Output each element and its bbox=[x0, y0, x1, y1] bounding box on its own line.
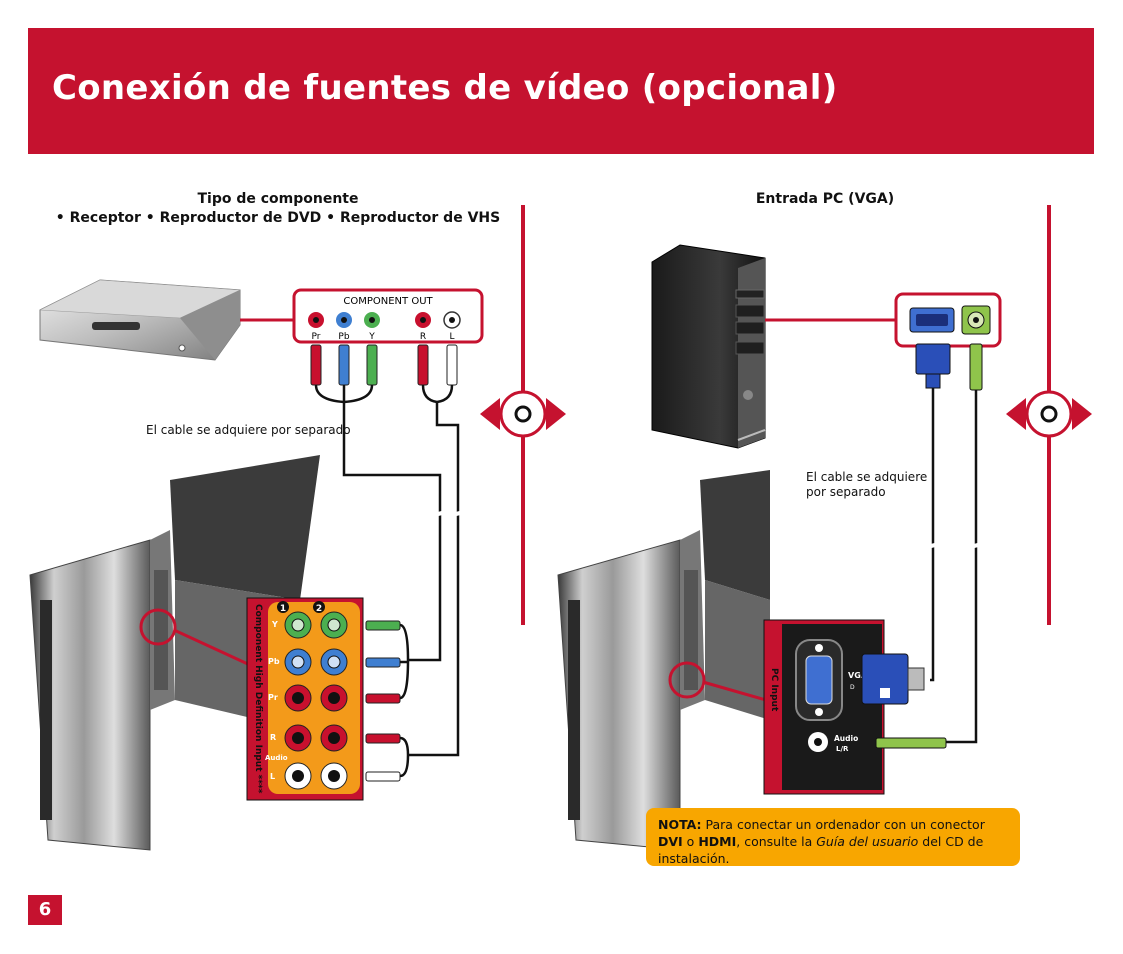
pc-input-label: PC Input bbox=[769, 668, 779, 712]
pc-ports-box bbox=[894, 292, 1002, 348]
component-out-label: COMPONENT OUT bbox=[343, 296, 433, 307]
jack-label-pb: Pb bbox=[338, 332, 349, 342]
right-cable-note: El cable se adquiere por separado bbox=[806, 470, 927, 500]
right-heading: Entrada PC (VGA) bbox=[755, 191, 895, 207]
left-cable-note: El cable se adquiere por separado bbox=[146, 423, 351, 437]
rca-plugs-top bbox=[310, 344, 458, 386]
pc-input-panel: PC Input VGA D Audio L/R bbox=[763, 619, 885, 795]
tv-callout-line-left bbox=[173, 628, 251, 667]
jack-label-r: R bbox=[420, 332, 426, 342]
page-title: Conexión de fuentes de vídeo (opcional) bbox=[52, 68, 838, 108]
jack-label-y: Y bbox=[368, 332, 375, 342]
note-guide: Guía del usuario bbox=[816, 834, 919, 849]
note-hdmi: HDMI bbox=[698, 834, 737, 849]
panel-row-r: R bbox=[270, 733, 276, 742]
panel-row-pr: Pr bbox=[268, 693, 278, 702]
panel-row-pb: Pb bbox=[268, 657, 280, 666]
pc-plugs-top bbox=[915, 343, 983, 391]
panel-row-audio: Audio bbox=[265, 754, 288, 762]
note-text-2: o bbox=[682, 834, 699, 849]
panel-number-2: 2 bbox=[316, 604, 322, 614]
note-prefix: NOTA: bbox=[658, 817, 702, 832]
tv-callout-line-right bbox=[702, 680, 767, 702]
cable-breaks-right bbox=[926, 542, 983, 549]
left-heading-line1: Tipo de componente bbox=[197, 191, 359, 207]
panel-number-1: 1 bbox=[280, 604, 286, 614]
jack-label-pr: Pr bbox=[312, 332, 321, 342]
component-input-panel: Component High Definition Input **** 1 2… bbox=[246, 597, 364, 801]
panel-row-l: L bbox=[270, 772, 275, 781]
note-box: NOTA: Para conectar un ordenador con un … bbox=[646, 808, 1020, 866]
left-heading: Tipo de componente • Receptor • Reproduc… bbox=[28, 190, 528, 228]
note-text-3: , consulte la bbox=[736, 834, 817, 849]
disc-arrow-left bbox=[480, 390, 566, 438]
right-cable-note-line1: El cable se adquiere bbox=[806, 470, 928, 484]
note-text-4: del CD de instalación. bbox=[658, 834, 984, 866]
cables-into-panel bbox=[399, 623, 410, 778]
disc-arrow-right bbox=[1006, 390, 1092, 438]
right-cable-note-line2: por separado bbox=[806, 485, 886, 499]
note-text-1: Para conectar un ordenador con un conect… bbox=[701, 817, 985, 832]
cable-breaks-left bbox=[433, 510, 465, 517]
vga-sub-label: D bbox=[850, 684, 855, 691]
audio-sub-label: L/R bbox=[836, 745, 849, 753]
pc-cables bbox=[930, 388, 978, 744]
panel-row-y: Y bbox=[271, 620, 278, 629]
vga-label: VGA bbox=[848, 671, 868, 680]
audio-label: Audio bbox=[834, 734, 858, 743]
receiver-device bbox=[39, 279, 241, 361]
pc-tower bbox=[651, 244, 766, 449]
left-heading-line2: • Receptor • Reproductor de DVD • Reprod… bbox=[55, 210, 501, 226]
title-banner: Conexión de fuentes de vídeo (opcional) bbox=[28, 28, 1094, 154]
panel-vertical-text: Component High Definition Input **** bbox=[253, 604, 263, 794]
page-number: 6 bbox=[28, 895, 62, 925]
jack-label-l: L bbox=[449, 332, 454, 342]
tv-back-right bbox=[557, 470, 770, 851]
note-dvi: DVI bbox=[658, 834, 683, 849]
rca-plugs-bottom bbox=[365, 620, 401, 782]
component-out-box: COMPONENT OUT Pr Pb Y R L bbox=[292, 288, 484, 344]
pc-plugs-bottom bbox=[861, 653, 947, 749]
component-cables bbox=[314, 384, 460, 757]
